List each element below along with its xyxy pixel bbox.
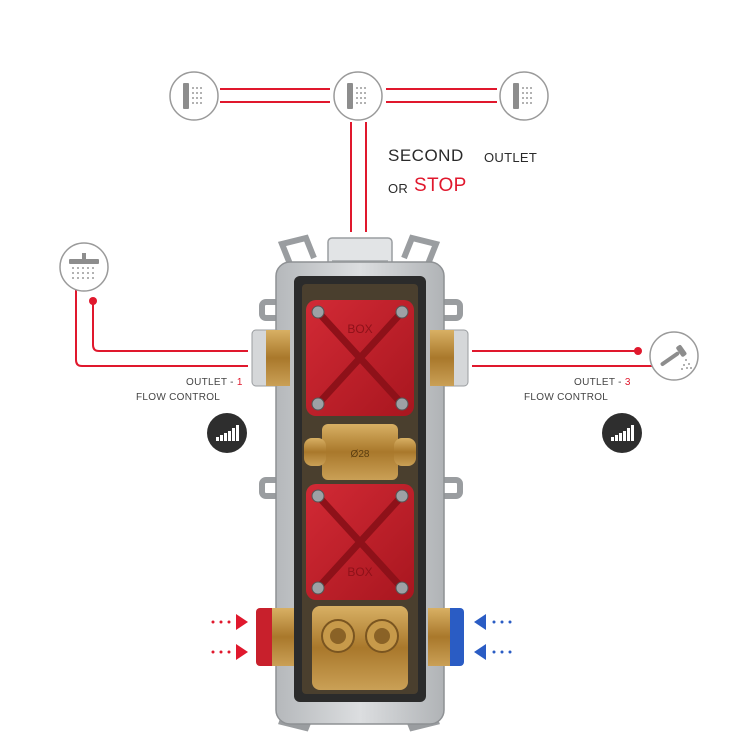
second-label: SECOND <box>388 146 464 165</box>
cap-text-bottom: BOX <box>347 565 372 579</box>
pipes-left <box>75 290 248 367</box>
valve-body <box>251 234 469 732</box>
outlet-1-flow-label: FLOW CONTROL <box>136 392 221 403</box>
hot-inlet-arrows <box>211 614 248 660</box>
outlet-1-number: 1 <box>236 377 243 388</box>
hand-shower-icon <box>649 331 699 381</box>
outlet-3-label: OUTLET - 3 <box>574 377 631 388</box>
stop-label: STOP <box>414 175 467 196</box>
pipe-end-dot <box>634 347 642 355</box>
flow-control-icon <box>207 413 247 453</box>
flow-control-icon <box>602 413 642 453</box>
outlet-1-label: OUTLET - 1 <box>186 377 243 388</box>
outlet-3-flow-label: FLOW CONTROL <box>524 392 609 403</box>
pipes-top <box>220 88 497 232</box>
pipe-end-dot <box>89 297 97 305</box>
outlet-label: OUTLET <box>484 150 538 165</box>
outlet-3-number: 3 <box>624 377 631 388</box>
wall-shower-icon <box>169 71 219 121</box>
outlet-1-prefix: OUTLET - <box>186 377 234 388</box>
center-marking: Ø28 <box>351 449 370 460</box>
cold-inlet-arrows <box>474 614 512 660</box>
cap-text-top: BOX <box>347 322 372 336</box>
outlet-3-prefix: OUTLET - <box>574 377 622 388</box>
or-label: OR <box>388 181 409 196</box>
pipes-right <box>472 350 652 367</box>
wall-shower-icon <box>499 71 549 121</box>
overhead-shower-icon <box>59 242 109 292</box>
wall-shower-icon <box>333 71 383 121</box>
